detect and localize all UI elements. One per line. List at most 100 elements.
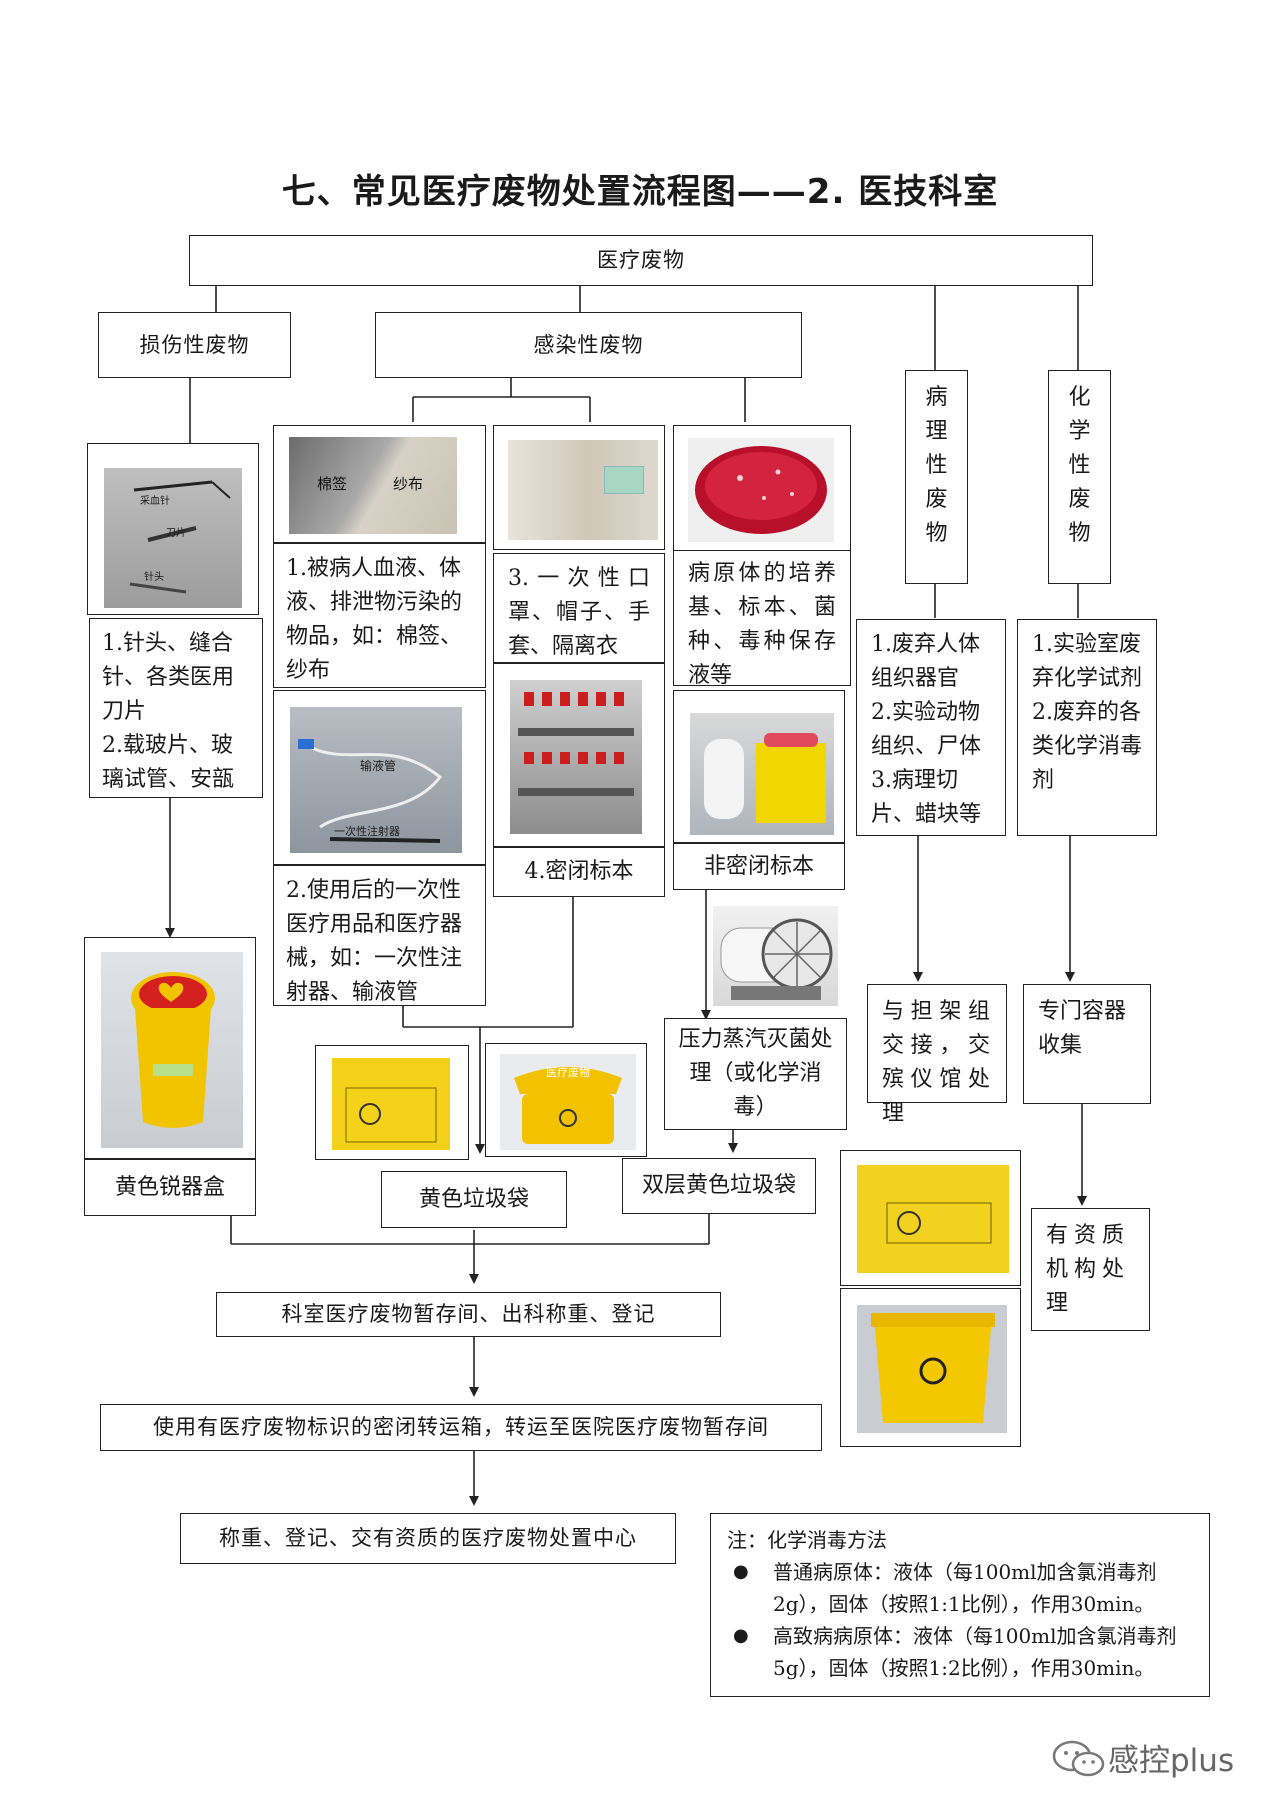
photo-label: 输液管 <box>360 759 397 773</box>
syringe-tube-photo: 输液管 一次性注射器 <box>290 707 462 853</box>
non-sealed-text-box: 非密闭标本 <box>673 843 845 890</box>
sharps-illustration-icon <box>129 480 231 594</box>
item3-text-box: 3.一次性口罩、帽子、手套、隔离衣 <box>493 553 665 663</box>
watermark-text: 感控plus <box>1108 1743 1235 1779</box>
petri-dish-icon <box>695 446 827 534</box>
sharps-items-box: 1.针头、缝合针、各类医用刀片 2.载玻片、玻璃试管、安瓿 <box>89 618 263 798</box>
pathological-char: 理 <box>925 419 948 444</box>
wheeled-bin-photo <box>857 1305 1007 1433</box>
infusion-set-icon <box>298 739 443 843</box>
chemical-char: 性 <box>1068 453 1091 478</box>
note-text: 普通病原体：液体（每100ml加含氯消毒剂2g），固体（按照1:1比例），作用3… <box>773 1560 1157 1616</box>
root-medical-waste: 医疗废物 <box>189 235 1093 286</box>
chemical-item: 2.废弃的各类化学消毒剂 <box>1032 700 1143 793</box>
photo-label: 棉签 <box>317 475 348 493</box>
swab-gauze-photo: 棉签 纱布 <box>289 437 457 534</box>
yellow-bag-label: 黄色垃圾袋 <box>381 1171 567 1228</box>
mask-icon <box>604 466 644 494</box>
sharps-label: 刀片 <box>166 528 186 539</box>
item1-text-box: 1.被病人血液、体液、排泄物污染的物品，如：棉签、纱布 <box>273 543 486 688</box>
note-box: 注：化学消毒方法 ● 普通病原体：液体（每100ml加含氯消毒剂2g），固体（按… <box>710 1513 1210 1697</box>
chemical-char: 学 <box>1068 419 1091 444</box>
flow-step-3: 称重、登记、交有资质的医疗废物处置中心 <box>180 1513 676 1564</box>
item2-image-frame: 输液管 一次性注射器 <box>273 690 486 865</box>
category-sharps: 损伤性废物 <box>98 312 291 378</box>
page-title: 七、常见医疗废物处置流程图——2. 医技科室 <box>281 172 999 212</box>
pathological-item: 3.病理切片、蜡块等 <box>871 768 982 827</box>
chemical-item: 1.实验室废弃化学试剂 <box>1032 632 1143 691</box>
sharps-container-icon <box>131 972 215 1128</box>
mask-gloves-photo <box>508 440 658 540</box>
container-lid-icon <box>764 733 818 747</box>
wheeled-bin-icon <box>871 1313 995 1423</box>
item2-text-box: 2.使用后的一次性医疗用品和医疗器械，如：一次性注射器、输液管 <box>273 865 486 1006</box>
wechat-icon <box>1052 1740 1105 1776</box>
biohazard-icon <box>345 1087 437 1143</box>
qualified-agency-box: 有资质机构处理 <box>1031 1208 1150 1331</box>
pathological-char: 性 <box>925 453 948 478</box>
pathological-char: 物 <box>925 521 948 546</box>
pathological-item: 2.实验动物组织、尸体 <box>871 700 982 759</box>
sharps-container-image-frame <box>84 937 256 1159</box>
chemical-char: 化 <box>1068 385 1091 410</box>
culture-text-box: 病原体的培养基、标本、菌种、毒种保存液等 <box>673 550 851 688</box>
yellow-container-icon <box>756 743 826 823</box>
bullet-icon: ● <box>733 1625 749 1646</box>
bin-photo-frame <box>840 1288 1021 1447</box>
test-tube-rack-icon <box>518 692 634 796</box>
chemical-char: 废 <box>1068 487 1091 512</box>
yellow-bag-photo <box>332 1058 450 1150</box>
autoclave-photo <box>713 906 838 1006</box>
pathological-char: 废 <box>925 487 948 512</box>
double-bag-label: 双层黄色垃圾袋 <box>622 1158 816 1214</box>
note-title: 注：化学消毒方法 <box>727 1528 887 1552</box>
flow-step-1: 科室医疗废物暂存间、出科称重、登记 <box>216 1292 721 1337</box>
special-container-box: 专门容器收集 <box>1023 984 1151 1104</box>
pathological-char: 病 <box>925 385 948 410</box>
bag-photo-frame <box>840 1150 1021 1286</box>
flow-step-2: 使用有医疗废物标识的密闭转运箱，转运至医院医疗废物暂存间 <box>100 1404 822 1451</box>
sharps-container-label: 黄色锐器盒 <box>84 1159 256 1216</box>
biohazard-bag-icon <box>886 1202 992 1244</box>
pathological-item: 1.废弃人体组织器官 <box>871 632 980 691</box>
culture-image-frame <box>673 425 851 553</box>
watermark: 感控plus <box>1050 1735 1234 1780</box>
medical-waste-bag-photo <box>857 1165 1009 1273</box>
category-chemical: 化 学 性 废 物 <box>1048 370 1111 584</box>
item4-image-frame <box>493 663 665 847</box>
sharps-image-frame: 采血针 刀片 针头 <box>87 443 259 615</box>
yellow-bin-image-frame: 医疗废物 <box>485 1043 647 1157</box>
note-text: 高致病病原体：液体（每100ml加含氯消毒剂5g），固体（按照1:2比例），作用… <box>773 1624 1177 1680</box>
sharps-label: 针头 <box>144 572 164 583</box>
sharps-item: 1.针头、缝合针、各类医用刀片 <box>102 631 235 724</box>
yellow-bag-image-frame <box>315 1045 469 1160</box>
sharps-item: 2.载玻片、玻璃试管、安瓿 <box>102 733 235 792</box>
note-item: ● 高致病病原体：液体（每100ml加含氯消毒剂5g），固体（按照1:2比例），… <box>727 1620 1193 1684</box>
item1-image-frame: 棉签 纱布 <box>273 425 486 543</box>
funeral-handover-box: 与担架组交接，交殡仪馆处理 <box>867 984 1007 1126</box>
item3-image-frame <box>493 425 665 550</box>
category-infectious: 感染性废物 <box>375 312 802 378</box>
sharps-label: 采血针 <box>140 496 170 507</box>
pathological-items-box: 1.废弃人体组织器官 2.实验动物组织、尸体 3.病理切片、蜡块等 <box>856 619 1006 836</box>
waste-bin-icon <box>514 1067 622 1144</box>
chemical-char: 物 <box>1068 521 1091 546</box>
item4-text-box: 4.密闭标本 <box>493 847 665 897</box>
photo-label: 一次性注射器 <box>334 825 400 838</box>
bin-label: 医疗废物 <box>546 1066 590 1079</box>
category-pathological: 病 理 性 废 物 <box>905 370 968 584</box>
specimen-handling-photo <box>690 713 834 835</box>
yellow-bin-photo: 医疗废物 <box>500 1054 636 1150</box>
autoclave-box: 压力蒸汽灭菌处理（或化学消毒） <box>664 1018 847 1130</box>
chemical-items-box: 1.实验室废弃化学试剂 2.废弃的各类化学消毒剂 <box>1017 619 1157 836</box>
photo-label: 纱布 <box>393 475 424 493</box>
sharps-photo: 采血针 刀片 针头 <box>104 468 242 608</box>
glove-icon <box>704 739 744 819</box>
petri-dish-photo <box>688 438 834 542</box>
non-sealed-image-frame <box>673 690 845 843</box>
bullet-icon: ● <box>733 1561 749 1582</box>
sharps-container-photo <box>101 952 243 1148</box>
sealed-tubes-photo <box>510 680 642 834</box>
note-item: ● 普通病原体：液体（每100ml加含氯消毒剂2g），固体（按照1:1比例），作… <box>727 1556 1193 1620</box>
